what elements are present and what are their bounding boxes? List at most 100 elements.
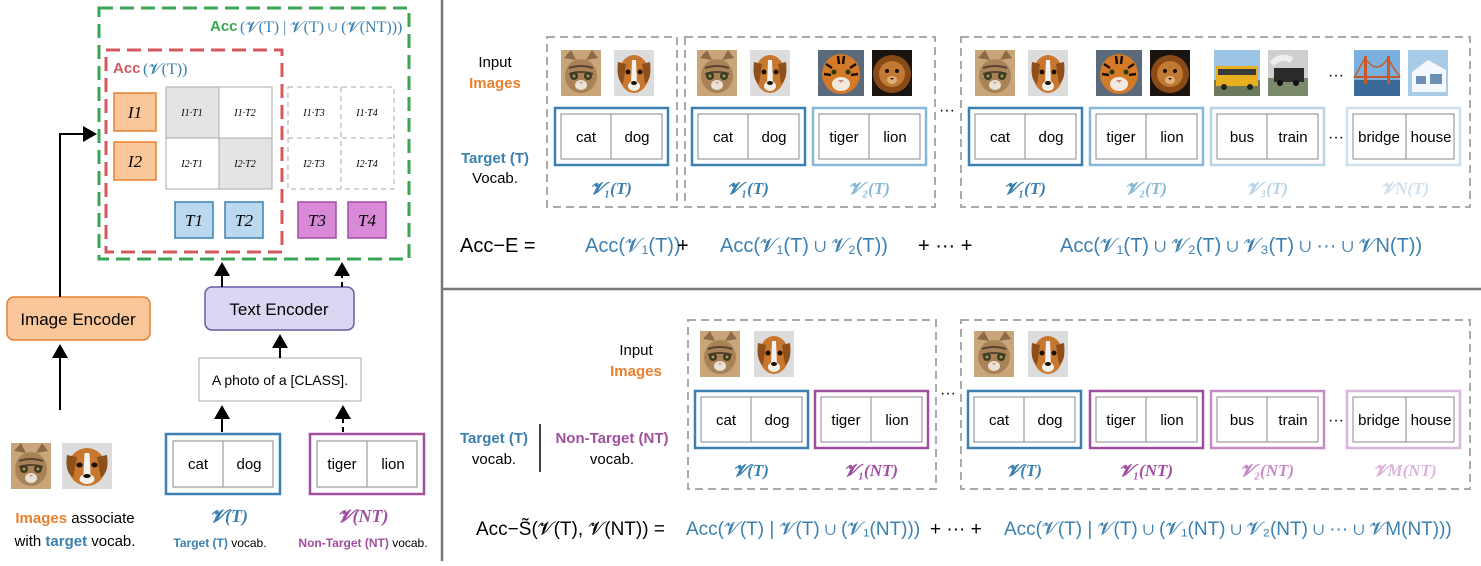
vocab-word: cat [713,129,734,146]
top-g3-vocab-n: bridge house [1345,106,1462,167]
top-g3-house-image [1408,50,1448,96]
ellipsis: ··· [1328,67,1344,84]
vocab-dog: dog [236,456,261,473]
cell-i2-t1: I2·T1 [180,159,202,170]
nontarget-vocab-caption: Non-Target (NT) vocab. [298,536,427,550]
formula-term-1: Acc(𝓥₁(T)) [585,235,681,257]
input-label-bottom: Input [619,342,653,359]
left-dog-image [62,443,112,489]
bottom-g2-cat-image [973,330,1015,378]
bottom-g2-vocab-3: bus train [1209,389,1326,450]
bottom-g1-vocab-2: tiger lion [813,389,930,450]
vocab-word: cat [576,129,597,146]
top-group-3-box [960,36,1471,208]
top-g2-vocab-1: cat dog [690,106,807,167]
cell-i1-t3: I1·T3 [302,108,324,119]
formula-lhs: Acc−E = [460,235,536,257]
text-encoder-box [204,286,355,331]
acc-s-formula: Acc−S̃(𝓥(T), 𝓥(NT)) = Acc(𝓥(T) | 𝓥(T) ∪ … [476,518,1452,540]
ellipsis: ··· [1328,129,1344,146]
vocab-word: dog [1038,129,1063,146]
vocab-word: bus [1230,412,1254,429]
bottom-g2-dog-image [1028,331,1068,377]
v-target-label: 𝓥(T) [210,506,248,527]
vocab-label-top: Vocab. [472,170,518,187]
top-g3-lion-image [1150,50,1190,96]
images-label-bottom: Images [610,363,662,380]
t3-label: T3 [308,211,326,230]
formula-term-2: Acc(𝓥(T) | 𝓥(T) ∪ (𝓥₁(NT) ∪ 𝓥₂(NT) ∪ ···… [1004,519,1452,540]
acc-outer-label: Acc [210,18,238,35]
text-embedding-t3 [297,201,337,239]
t2-label: T2 [235,211,253,230]
target-vocab-bottom: vocab. [472,451,516,468]
images-caption-line1: Images associate [15,510,134,527]
vocab-word: house [1411,129,1452,146]
text-embedding-t2 [224,201,264,239]
ellipsis: ··· [940,385,956,402]
acc-outer-expr: (𝓥(T) | 𝓥(T) ∪ (𝓥(NT))) [240,19,402,36]
vocab-word: bridge [1358,129,1400,146]
cell-i2-t3: I2·T3 [302,159,324,170]
left-panel: Acc (𝓥(T) | 𝓥(T) ∪ (𝓥(NT))) Acc (𝓥(T)) I… [6,6,428,550]
top-g3-vocab-3: bus train [1209,106,1326,167]
vocab-word: tiger [1106,129,1135,146]
image-encoder-box [6,296,151,341]
vocab-word: tiger [1106,412,1135,429]
vocab-word: lion [1160,412,1183,429]
vocab-set-label: 𝓥M(NT) [1373,461,1436,480]
formula-term-3: Acc(𝓥₁(T) ∪ 𝓥₂(T) ∪ 𝓥₃(T) ∪ ··· ∪ 𝓥N(T)) [1060,235,1422,257]
images-label-top: Images [469,75,521,92]
v-nontarget-label: 𝓥(NT) [338,506,389,527]
bottom-g2-vocab-m: bridge house [1345,389,1462,450]
top-g1-dog-image [614,50,654,96]
vocab-word: dog [761,129,786,146]
top-g3-cat-image [974,49,1016,97]
formula-term-1: Acc(𝓥(T) | 𝓥(T) ∪ (𝓥₁(NT))) [686,519,920,540]
top-g1-cat-image [560,49,602,97]
acc-outer-box [97,6,411,261]
cell-i2-t4: I2·T4 [355,159,377,170]
prompt-template-box [198,357,362,402]
cell-i1-t2: I1·T2 [233,108,255,119]
cell-i1-t1: I1·T1 [180,108,202,119]
vocab-set-label: 𝓥₂(T) [1125,179,1167,198]
input-label-top: Input [478,54,512,71]
nontarget-vocab-bottom: vocab. [590,451,634,468]
top-g2-cat-image [696,49,738,97]
image-embedding-i2 [113,141,157,181]
vocab-set-label: 𝓥₁(NT) [844,461,898,480]
top-group-2-box [684,36,936,208]
vocab-word: dog [624,129,649,146]
vocab-word: cat [716,412,737,429]
acc-inner-expr: (𝓥(T)) [143,61,187,78]
vocab-set-label: 𝓥₁(T) [1004,179,1046,198]
top-g3-dog-image [1028,50,1068,96]
vocab-word: dog [764,412,789,429]
top-g3-train-image [1268,50,1308,96]
acc-e-formula: Acc−E = Acc(𝓥₁(T)) + Acc(𝓥₁(T) ∪ 𝓥₂(T)) … [460,235,1422,257]
bottom-g1-dog-image [754,331,794,377]
ellipsis: ··· [939,102,955,119]
acc-inner-label: Acc [113,60,141,77]
vocab-word: bridge [1358,412,1400,429]
vocab-word: lion [1160,129,1183,146]
top-g3-vocab-1: cat dog [967,106,1084,167]
bottom-group-1-box [687,319,937,490]
top-g3-vocab-2: tiger lion [1088,106,1205,167]
top-g2-lion-image [872,50,912,96]
vocab-cat: cat [188,456,209,473]
bottom-group-2-box [960,319,1471,490]
bottom-right-panel: Input Images Target (T) vocab. Non-Targe… [460,319,1471,540]
similarity-grid-target: I1·T1 I1·T2 I2·T1 I2·T2 [165,86,273,190]
vocab-set-label: 𝓥₃(T) [1246,179,1288,198]
vocab-word: lion [883,129,906,146]
t1-label: T1 [185,211,203,230]
i1-label: I1 [127,103,142,122]
i2-label: I2 [127,152,143,171]
formula-plus: + [677,235,689,257]
cell-i1-t4: I1·T4 [355,108,377,119]
vocab-set-label: 𝓥₁(NT) [1119,461,1173,480]
vocab-set-label: 𝓥N(T) [1381,179,1429,198]
